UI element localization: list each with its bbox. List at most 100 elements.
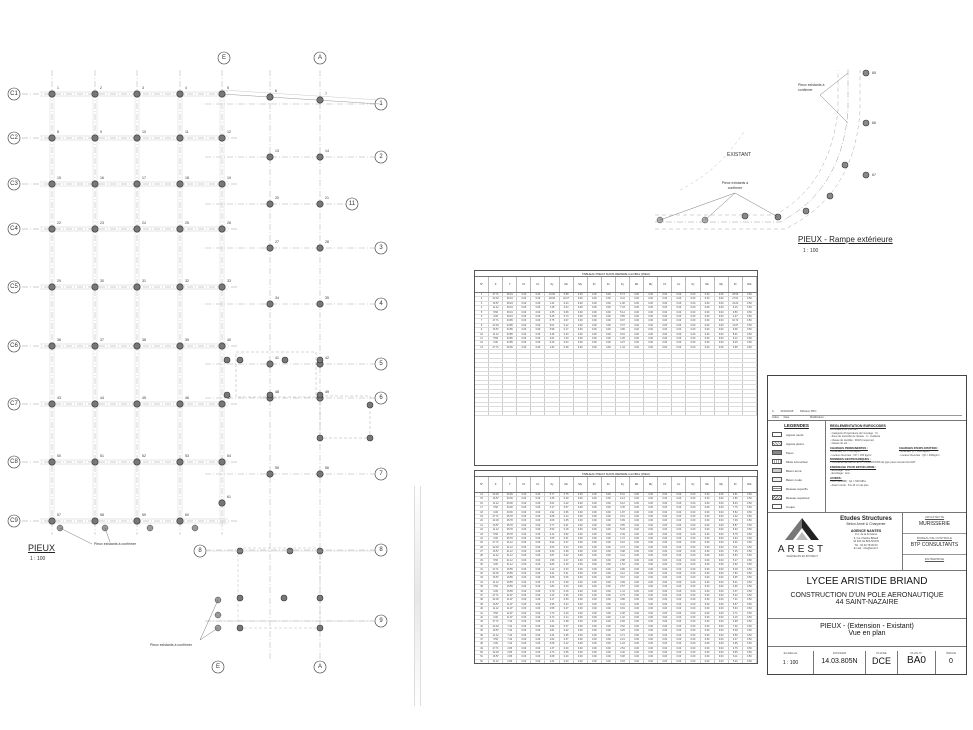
table-cell: 0.00 (602, 506, 616, 510)
table-cell: 21.12 (503, 541, 518, 545)
table-cell-empty (686, 363, 701, 367)
table-cell: 25 (475, 541, 490, 545)
ramp-edge (655, 70, 861, 230)
table-cell: 0.00 (715, 528, 729, 532)
table-cell-empty (545, 363, 560, 367)
table-cell: 0.00 (715, 646, 729, 651)
table-cell: 9 (475, 328, 490, 332)
ramp-leader (734, 192, 779, 218)
legend-swatch (772, 468, 782, 473)
info-line: - Aciers ronds : 8 à 10 cm de plus (830, 483, 869, 487)
table-cell: 0.00 (715, 629, 729, 633)
table-cell: 0.00 (686, 323, 701, 328)
table-cell: 0.00 (517, 293, 532, 297)
table-cell: 0.00 (644, 310, 659, 314)
pile-label-57: 57 (57, 513, 61, 517)
table-cell: 0.00 (602, 528, 616, 532)
title-block: A 31/03/2015 Diffusion PRO Indice Date M… (767, 375, 967, 675)
table-header-cell: My (644, 477, 659, 492)
table-cell: 0.00 (672, 323, 687, 328)
table-cell: 0.00 (517, 506, 532, 510)
table-cell: 0.00 (686, 345, 701, 350)
pile-54 (218, 458, 226, 466)
table-cell-empty (729, 363, 743, 367)
table-cell-empty (644, 389, 659, 393)
table-cell: 9.45 (729, 341, 743, 345)
table-cell: 0.00 (672, 532, 687, 536)
table-cell: 6.12 (616, 501, 631, 506)
table-cell-empty (503, 402, 518, 407)
table-cell: 30.36 (503, 345, 518, 350)
table-cell: 0.50 (743, 563, 757, 567)
table-cell: 0.00 (658, 558, 673, 563)
legend-item: Béton armé (768, 466, 825, 475)
table-cell: 5.22 (729, 593, 743, 598)
table-cell: 0.00 (658, 332, 673, 336)
table-cell: 0.75 (560, 493, 574, 497)
table-cell: 25.78 (503, 532, 518, 536)
table-cell: 0.00 (686, 301, 701, 306)
table-cell: 0.00 (686, 336, 701, 341)
table-cell: 0.00 (686, 607, 701, 611)
table-cell: 0.50 (743, 293, 757, 297)
table-cell-empty (630, 407, 645, 411)
pile-label-18: 18 (185, 176, 189, 180)
table-cell: 0.00 (658, 633, 673, 637)
table-cell: 0.50 (743, 580, 757, 585)
table-cell: 0.00 (517, 585, 532, 589)
table-cell: 2.73 (545, 651, 560, 655)
pile-label-16: 16 (100, 176, 104, 180)
table-cell-empty (630, 380, 645, 385)
enrobage-lines: - Enrobage : 3cm- Enrobage : 4cm (830, 469, 962, 476)
table-cell-empty (517, 393, 532, 398)
table-cell: 1.92 (545, 510, 560, 514)
table-cell: 1.72 (616, 536, 631, 541)
table-cell-empty (503, 354, 518, 358)
table-cell: 0.37 (560, 637, 574, 642)
table-cell: 28 (475, 554, 490, 558)
table-cell: 0.00 (658, 336, 673, 341)
table-cell-empty (743, 358, 757, 363)
table-cell: 0.00 (701, 536, 715, 541)
table-cell: 0.00 (602, 306, 616, 310)
table-cell: 0.00 (588, 541, 602, 545)
axis-bottom-label-E: E (216, 664, 220, 670)
table-cell: 2.87 (545, 554, 560, 558)
grid-bubble-right-5 (374, 357, 388, 371)
grid-label-C7: C7 (10, 401, 18, 407)
table-row-empty (475, 380, 757, 386)
table-cell: 39.19 (503, 301, 518, 306)
table-cell: 0.00 (686, 585, 701, 589)
table-cell: 0.00 (531, 646, 546, 651)
grid-bubble-right-4 (374, 297, 388, 311)
table-header-cell: Y (503, 277, 518, 292)
dossier-label: DOSSIER (832, 651, 847, 655)
table-cell-empty (489, 393, 504, 398)
table-cell: 0.68 (545, 514, 560, 519)
table-cell: 0.00 (630, 637, 645, 642)
table-cell: 7.42 (503, 642, 518, 646)
info-line: - Classe du sol : ... (830, 442, 852, 446)
table-cell: 0.50 (743, 501, 757, 506)
table-cell-empty (574, 350, 588, 354)
table-cell: 22.18 (489, 519, 504, 523)
table-cell: 5.52 (729, 510, 743, 514)
pile-32 (176, 283, 184, 291)
table-cell: 0.25 (545, 314, 560, 319)
table-cell: 0.50 (743, 336, 757, 341)
grid-label-right-1: 1 (379, 101, 383, 107)
pile-label-40: 40 (227, 338, 231, 342)
company-name: AREST (777, 544, 827, 555)
table-cell: 0.00 (602, 510, 616, 514)
table-cell-empty (644, 367, 659, 372)
table-cell: 2.58 (545, 607, 560, 611)
table-cell: 0.00 (517, 642, 532, 646)
table-cell: 0.00 (602, 659, 616, 663)
table-cell: 1 (475, 293, 490, 297)
